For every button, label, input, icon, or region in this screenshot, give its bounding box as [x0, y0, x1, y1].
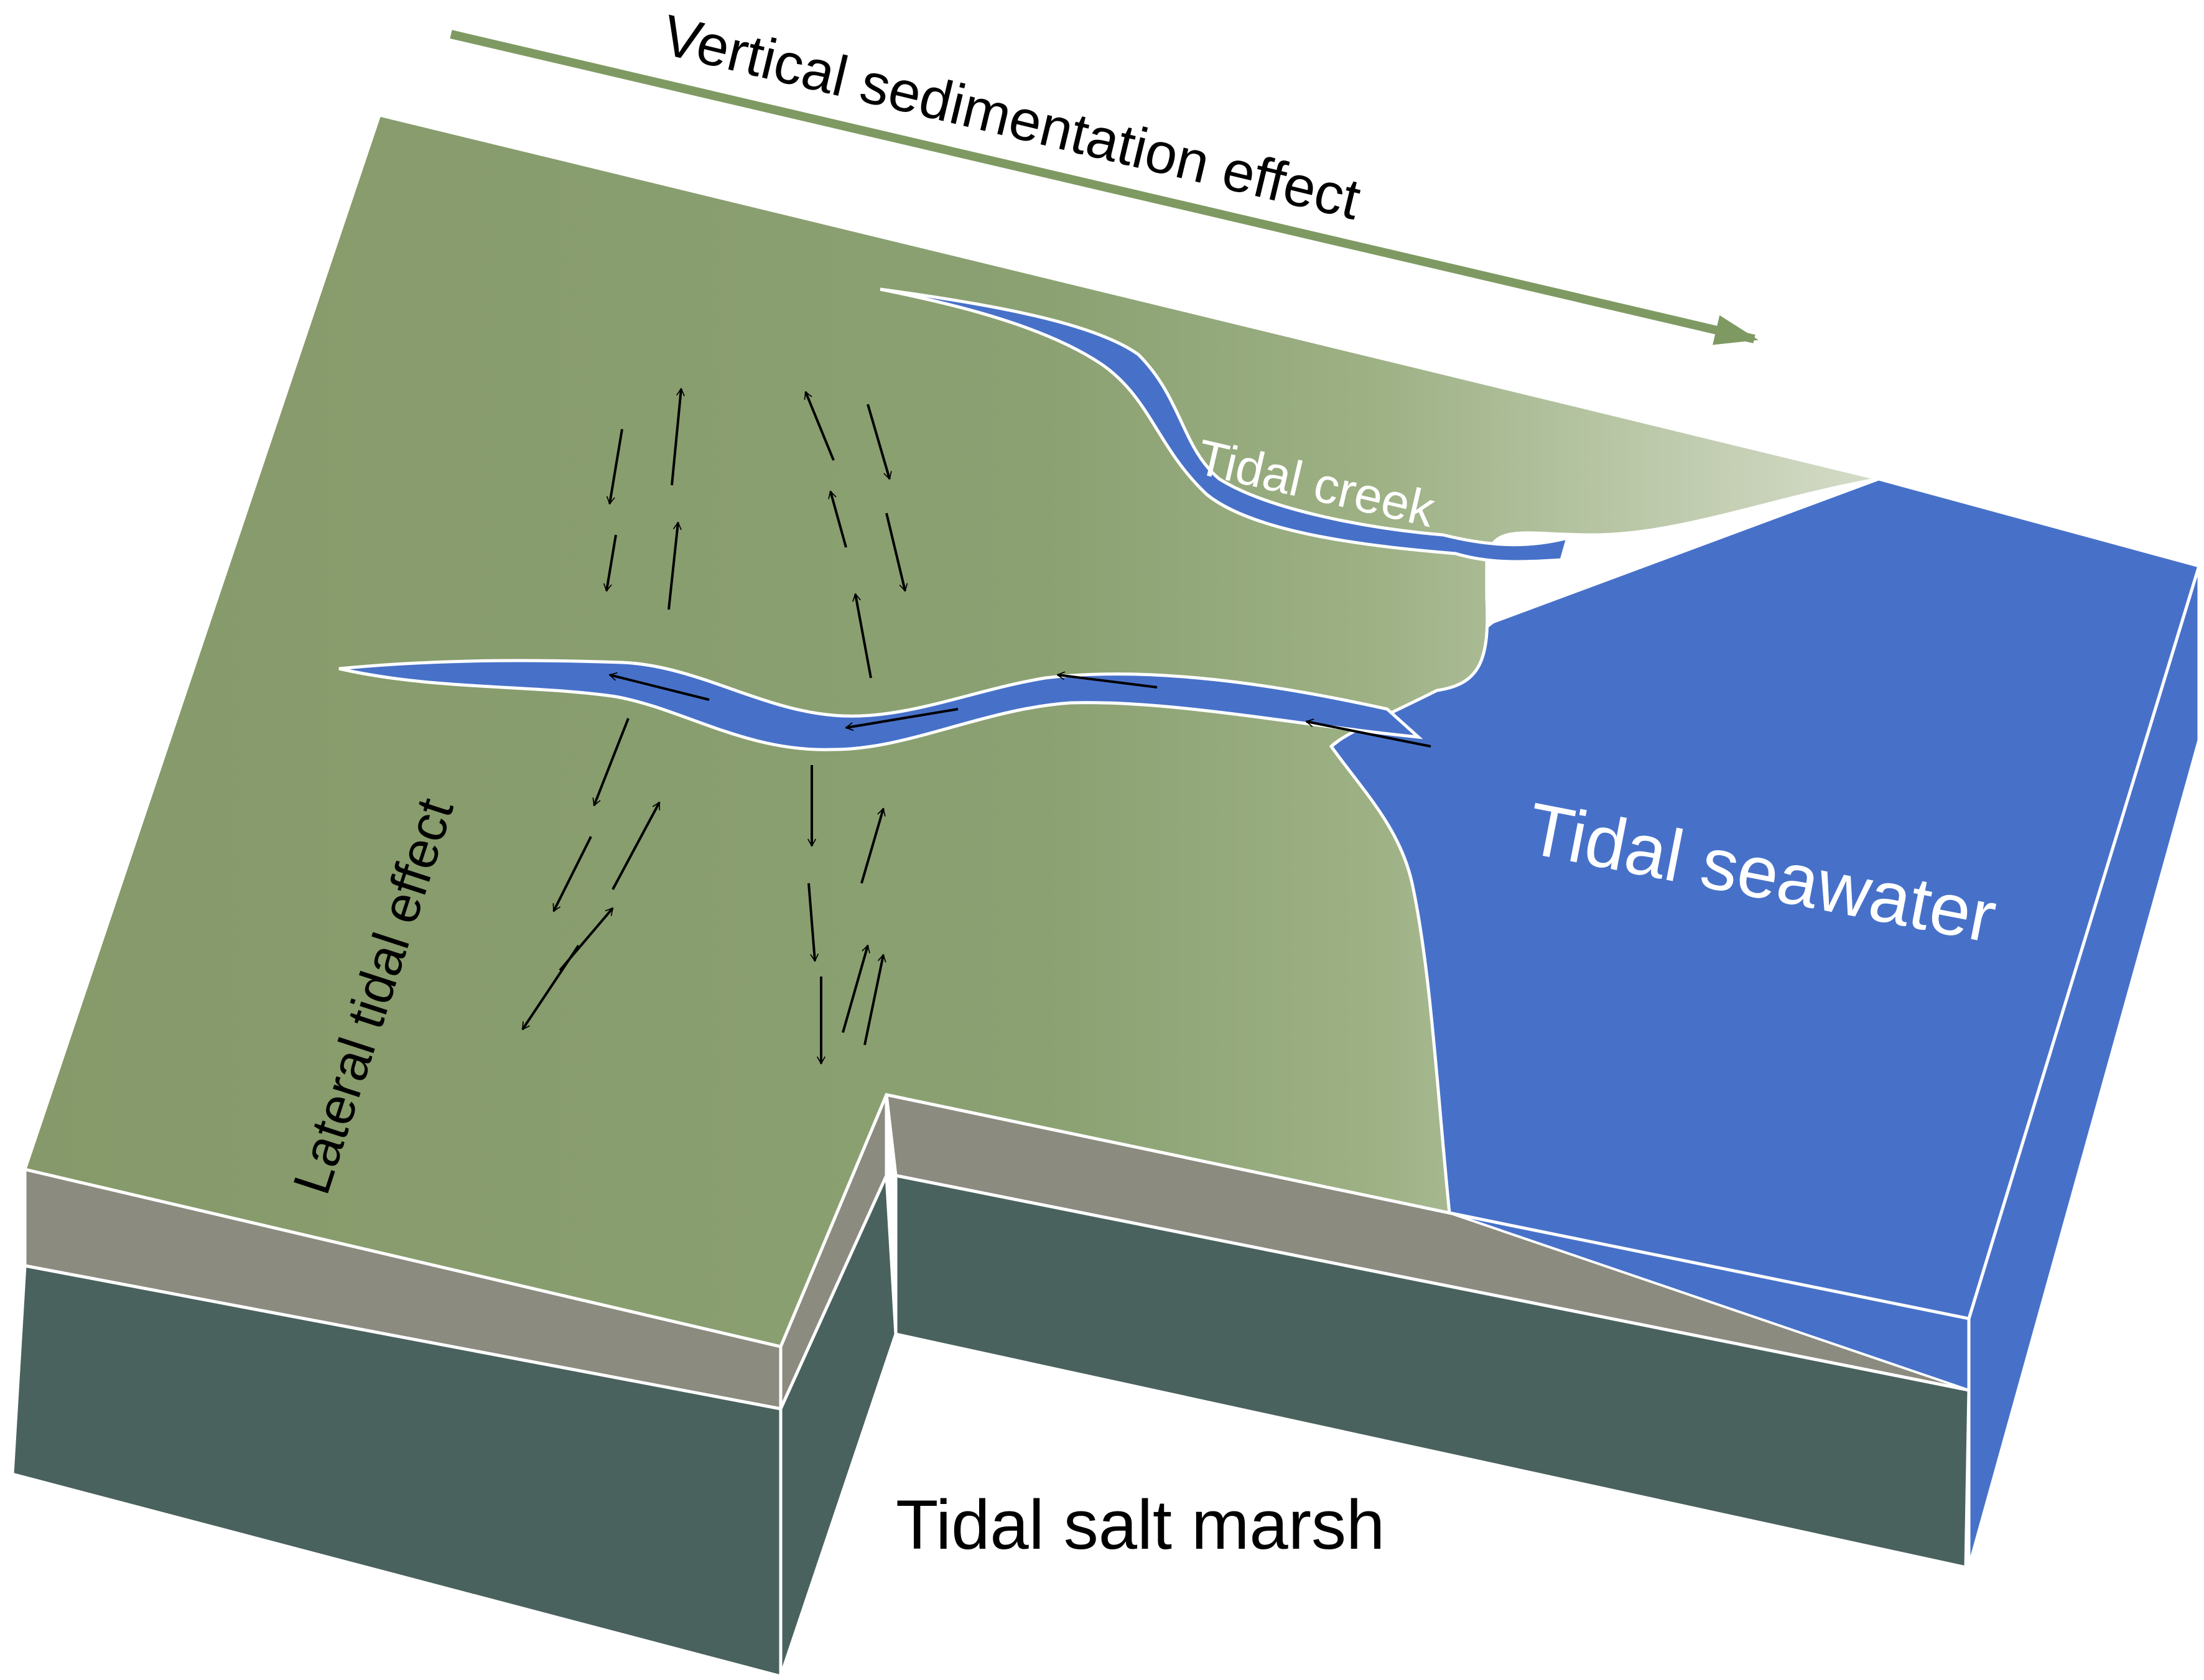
- lateral-arrow: [552, 836, 592, 911]
- lateral-arrow: [863, 955, 883, 1046]
- tidal-salt-marsh-label: Tidal salt marsh: [896, 1486, 1385, 1564]
- lateral-arrow: [607, 534, 617, 591]
- soil-layer-lower-front-right: [894, 1173, 1971, 1570]
- lateral-arrow: [671, 389, 681, 486]
- tidal-creek-channel: [880, 287, 1570, 564]
- lateral-arrow: [842, 945, 868, 1033]
- channel-flow-arrows: [610, 675, 1431, 748]
- lateral-arrow: [860, 809, 883, 884]
- vertical-sedimentation-label: Vertical sedimentation effect: [656, 3, 1366, 231]
- lateral-arrow: [521, 944, 580, 1029]
- channel-flow-arrow: [610, 675, 710, 701]
- lateral-tidal-channel: [338, 659, 1423, 751]
- lateral-arrow: [610, 429, 623, 504]
- channel-flow-arrow: [846, 708, 959, 728]
- lateral-exchange-arrows: [521, 389, 905, 1064]
- lateral-arrow: [855, 594, 872, 679]
- lateral-arrow: [611, 802, 661, 890]
- lateral-arrow: [807, 883, 815, 961]
- channel-flow-arrow: [1306, 722, 1431, 748]
- lateral-arrow: [667, 522, 678, 610]
- lateral-arrow: [885, 513, 905, 591]
- lateral-arrow: [594, 718, 630, 805]
- vertical-sedimentation-arrow: [450, 30, 1759, 345]
- channel-flow-arrow: [1058, 675, 1158, 689]
- marsh-surface: [22, 113, 1879, 1348]
- lateral-arrow: [867, 404, 890, 479]
- lateral-arrow: [806, 392, 835, 461]
- lateral-arrow: [830, 491, 847, 548]
